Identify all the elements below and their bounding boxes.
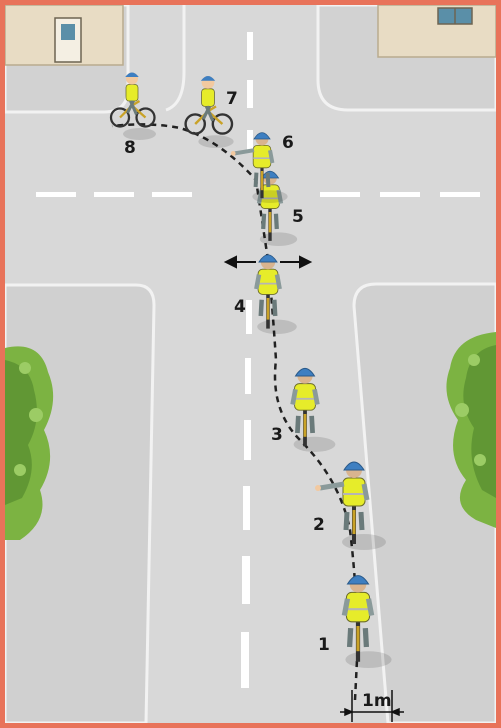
position-label-3: 3: [271, 425, 283, 445]
position-label-5: 5: [292, 207, 304, 227]
position-label-4: 4: [234, 297, 246, 317]
position-label-1: 1: [318, 635, 330, 655]
position-label-7: 7: [226, 89, 238, 109]
distance-label: 1m: [362, 691, 392, 711]
building-top-right: [378, 5, 496, 57]
door-window: [61, 24, 75, 40]
position-label-8: 8: [124, 138, 136, 158]
position-label-2: 2: [313, 515, 325, 535]
position-label-6: 6: [282, 133, 294, 153]
